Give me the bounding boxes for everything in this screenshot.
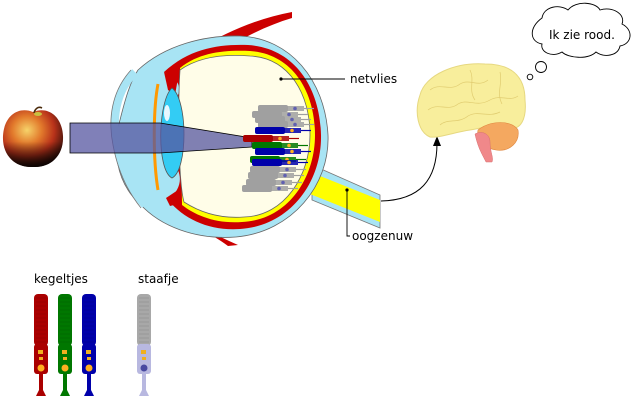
- photoreceptor: [243, 135, 299, 142]
- photoreceptor: [255, 127, 311, 134]
- optic-nerve-label: oogzenuw: [352, 229, 413, 243]
- brain-icon: [416, 63, 526, 163]
- photoreceptor: [252, 142, 308, 149]
- photoreceptor: [242, 185, 298, 192]
- photoreceptor-cluster: [242, 105, 314, 192]
- cones-label: kegeltjes: [34, 272, 88, 286]
- photoreceptor: [258, 105, 314, 112]
- signal-arrow: [380, 136, 441, 202]
- cell-legend: [34, 294, 151, 396]
- photoreceptor: [246, 179, 302, 186]
- photoreceptor: [252, 159, 308, 166]
- photoreceptor: [255, 148, 311, 155]
- rod-label: staafje: [138, 272, 179, 286]
- retina-label: netvlies: [350, 72, 397, 86]
- red-cone-cell: [34, 294, 48, 396]
- photoreceptor: [258, 121, 314, 128]
- photoreceptor: [248, 172, 304, 179]
- optic-nerve-pointer: [345, 188, 350, 237]
- retina-pointer: [279, 77, 345, 81]
- thought-bubble-icon: [526, 2, 631, 81]
- blue-cone-cell: [82, 294, 96, 396]
- thought-text: Ik zie rood.: [549, 28, 615, 42]
- rod-cell: [137, 294, 151, 396]
- apple-icon: [2, 106, 64, 168]
- photoreceptor: [250, 166, 306, 173]
- green-cone-cell: [58, 294, 72, 396]
